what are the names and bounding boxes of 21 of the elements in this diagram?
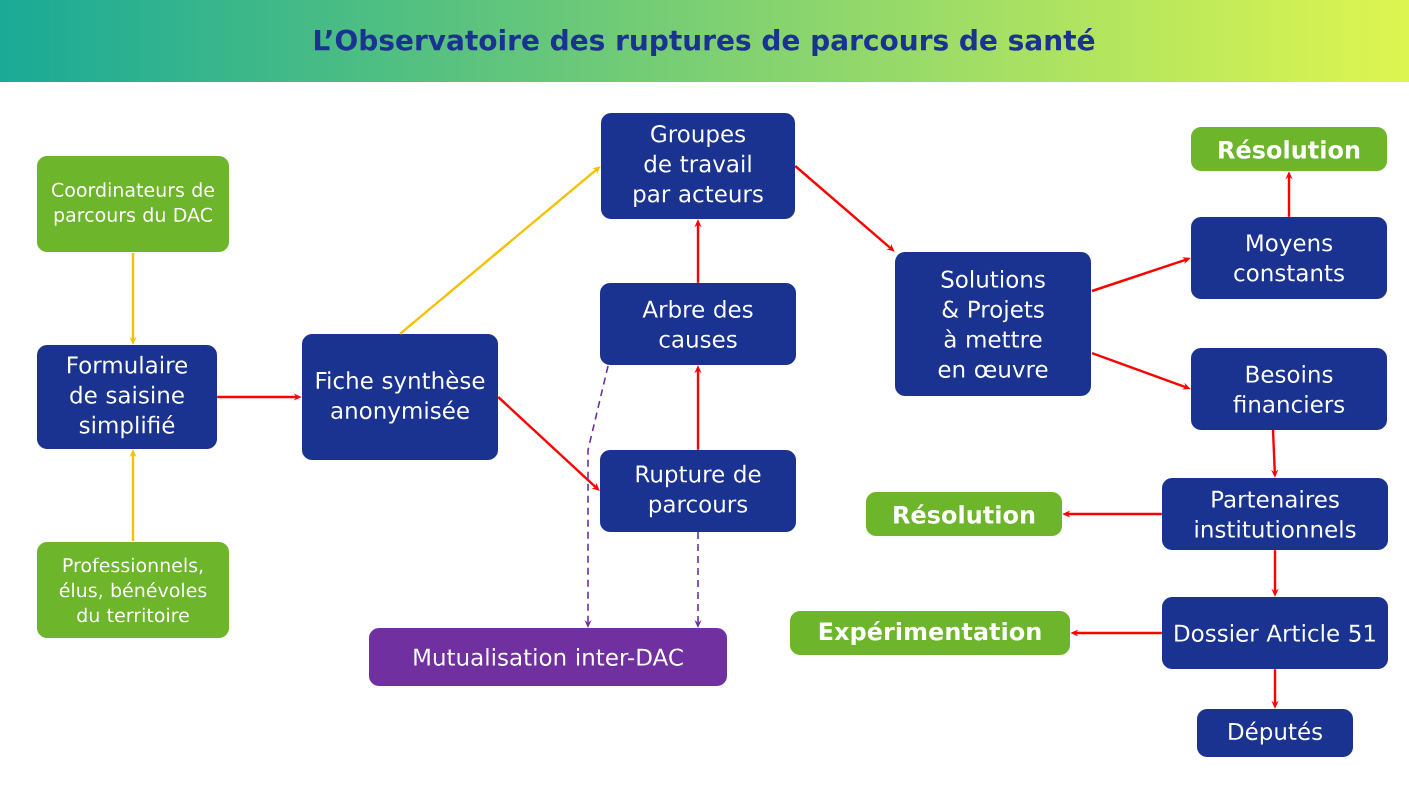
arrow [794, 165, 895, 252]
process-box: Formulaire de saisine simplifié [37, 345, 217, 449]
group-box: Mutualisation inter-DAC [369, 628, 727, 686]
source-box: Professionnels, élus, bénévoles du territoire [37, 542, 229, 638]
process-box: Fiche synthèse anonymisée [302, 334, 498, 460]
outcome-box: Résolution [1191, 127, 1387, 171]
process-box: Besoins financiers [1191, 348, 1387, 430]
process-box: Dossier Article 51 [1162, 597, 1388, 669]
process-box: Députés [1197, 709, 1353, 757]
process-box: Solutions & Projets à mettre en œuvre [895, 252, 1091, 396]
process-box: Arbre des causes [600, 283, 796, 365]
process-box: Partenaires institutionnels [1162, 478, 1388, 550]
process-box: Groupes de travail par acteurs [601, 113, 795, 219]
source-box: Coordinateurs de parcours du DAC [37, 156, 229, 252]
outcome-box: Expérimentation [790, 611, 1070, 655]
outcome-box: Résolution [866, 492, 1062, 536]
arrow [399, 166, 601, 335]
title: L’Observatoire des ruptures de parcours de santé [315, 27, 1095, 57]
process-box: Rupture de parcours [600, 450, 796, 532]
process-box: Moyens constants [1191, 217, 1387, 299]
arrow [497, 396, 600, 491]
